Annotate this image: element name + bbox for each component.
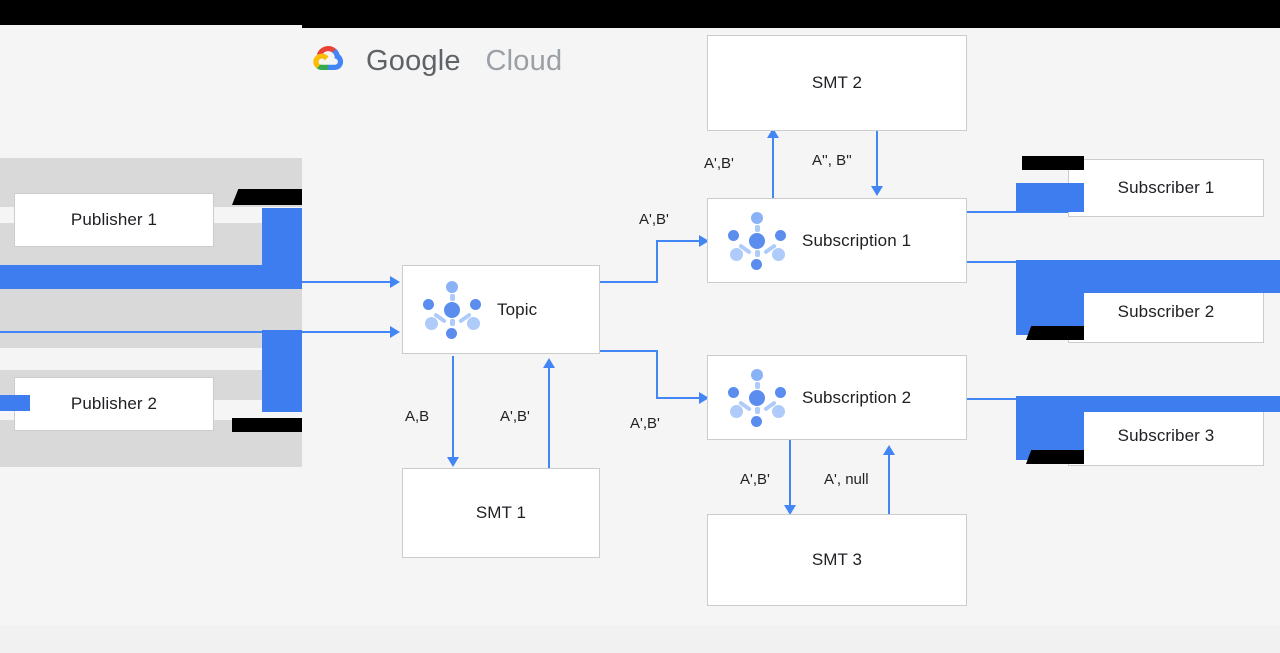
topic-box[interactable]: Topic xyxy=(402,265,600,354)
google-cloud-logo: Google Cloud xyxy=(306,40,562,82)
google-cloud-logo-icon xyxy=(306,40,352,82)
redaction-bar-right-3 xyxy=(1026,450,1084,464)
pubsub-topic-icon xyxy=(421,279,483,341)
edge-topic-to-smt1 xyxy=(452,356,454,460)
edge-label-topic-to-sub2: A',B' xyxy=(630,415,660,432)
subscription-1-label: Subscription 1 xyxy=(802,230,912,250)
edge-sub1-to-subscriber1 xyxy=(967,211,1077,213)
topic-label: Topic xyxy=(497,299,538,319)
edge-topic-to-sub2-seg2 xyxy=(656,350,658,398)
edge-sub2-to-smt3 xyxy=(789,440,791,508)
top-chrome-bar-left xyxy=(0,0,302,25)
arrowhead-topic-to-sub1 xyxy=(699,235,709,247)
smt-3-label: SMT 3 xyxy=(811,550,863,569)
publisher-2-label: Publisher 2 xyxy=(70,394,158,413)
redaction-bar-right-2 xyxy=(1026,326,1084,340)
edge-label-topic-to-smt1: A,B xyxy=(405,408,430,425)
edge-label-sub2-to-smt3: A',B' xyxy=(740,471,770,488)
pubsub-subscription-icon xyxy=(726,367,788,429)
smt-1-box[interactable]: SMT 1 xyxy=(402,468,600,558)
redaction-highlight-right-1 xyxy=(1016,183,1084,212)
subscriber-1-label: Subscriber 1 xyxy=(1117,178,1215,197)
subscriber-1-box[interactable]: Subscriber 1 xyxy=(1068,159,1264,217)
subscription-1-box[interactable]: Subscription 1 xyxy=(707,198,967,283)
occlusion-band-3 xyxy=(0,283,302,348)
arrowhead-smt2-to-sub1 xyxy=(871,186,883,196)
edge-label-smt1-to-topic: A',B' xyxy=(500,408,530,425)
edge-smt2-to-sub1 xyxy=(876,131,878,189)
edge-smt1-to-topic xyxy=(548,366,550,468)
subscription-2-label: Subscription 2 xyxy=(802,387,912,407)
redaction-highlight-right-3 xyxy=(1016,260,1084,335)
smt-1-label: SMT 1 xyxy=(475,503,527,522)
edge-topic-to-sub1-seg3 xyxy=(656,240,708,242)
brand-name-secondary: Cloud xyxy=(485,44,563,77)
arrowhead-smt1-to-topic xyxy=(543,358,555,368)
edge-publisher2-to-topic xyxy=(0,331,392,333)
arrowhead-topic-to-smt1 xyxy=(447,457,459,467)
subscriber-3-label: Subscriber 3 xyxy=(1117,426,1215,445)
arrowhead-sub2-to-smt3 xyxy=(784,505,796,515)
redaction-highlight-left-4 xyxy=(0,395,30,411)
subscriber-3-box[interactable]: Subscriber 3 xyxy=(1068,406,1264,466)
publisher-1-box[interactable]: Publisher 1 xyxy=(14,193,214,247)
redaction-highlight-right-5 xyxy=(1016,396,1084,460)
arrowhead-publisher1-to-topic xyxy=(390,276,400,288)
subscriber-2-label: Subscriber 2 xyxy=(1117,302,1215,321)
arrowhead-smt3-to-sub2 xyxy=(883,445,895,455)
edge-topic-to-sub1-seg2 xyxy=(656,240,658,283)
arrowhead-sub1-to-smt2 xyxy=(767,128,779,138)
edge-label-smt2-to-sub1: A'', B'' xyxy=(812,152,852,169)
edge-label-sub1-to-smt2: A',B' xyxy=(704,155,734,172)
pubsub-subscription-icon xyxy=(726,210,788,272)
footer-strip xyxy=(0,625,1280,653)
edge-topic-to-sub1-seg1 xyxy=(600,281,658,283)
edge-smt3-to-sub2 xyxy=(888,455,890,515)
publisher-2-box[interactable]: Publisher 2 xyxy=(14,377,214,431)
subscription-2-box[interactable]: Subscription 2 xyxy=(707,355,967,440)
smt-2-label: SMT 2 xyxy=(811,73,863,92)
redaction-bar-right-1 xyxy=(1022,156,1084,170)
arrowhead-topic-to-sub2 xyxy=(699,392,709,404)
redaction-highlight-left-2 xyxy=(0,265,302,289)
brand-name-primary: Google xyxy=(366,44,461,77)
publisher-1-label: Publisher 1 xyxy=(70,210,158,229)
top-chrome-bar-right xyxy=(302,0,1280,28)
edge-topic-to-sub2-seg1 xyxy=(600,350,658,352)
smt-2-box[interactable]: SMT 2 xyxy=(707,35,967,131)
smt-3-box[interactable]: SMT 3 xyxy=(707,514,967,606)
edge-publisher1-to-topic-tail xyxy=(302,281,392,283)
edge-label-topic-to-sub1: A',B' xyxy=(639,211,669,228)
redaction-bar-left-2 xyxy=(232,418,302,432)
edge-sub1-to-smt2 xyxy=(772,138,774,200)
redaction-bar-left-1 xyxy=(232,189,302,205)
redaction-highlight-left-3 xyxy=(262,330,302,412)
edge-topic-to-sub2-seg3 xyxy=(656,397,708,399)
edge-label-smt3-to-sub2: A', null xyxy=(824,471,869,488)
arrowhead-publisher2-to-topic xyxy=(390,326,400,338)
google-cloud-wordmark: Google Cloud xyxy=(366,45,562,78)
